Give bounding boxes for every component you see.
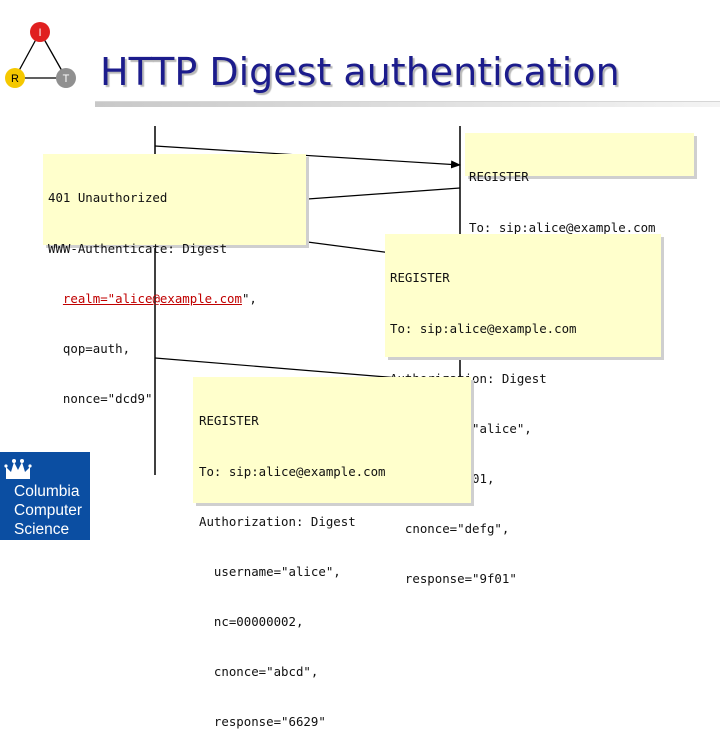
message-line: REGISTER — [199, 413, 259, 429]
node-r-label: R — [11, 73, 19, 85]
logo-line: Science — [14, 521, 70, 538]
message-line: username="alice", — [199, 563, 341, 579]
unauthorized-message-box: 401 Unauthorized WWW-Authenticate: Diges… — [43, 154, 306, 406]
logo-line: Columbia — [14, 483, 80, 500]
message-line: 401 Unauthorized — [48, 190, 168, 206]
message-line: nc=00000002, — [199, 613, 304, 629]
realm-indent — [48, 291, 63, 306]
message-line: response="6629" — [199, 714, 326, 730]
crown-icon — [4, 459, 32, 479]
register-message-box: REGISTER To: sip:alice@example.com — [465, 133, 694, 235]
message-line: To: sip:alice@example.com — [469, 219, 656, 235]
logo-line: Computer — [14, 502, 83, 519]
register-auth-box-1: REGISTER To: sip:alice@example.com Autho… — [385, 234, 661, 586]
node-t-label: T — [63, 73, 70, 85]
node-i-label: I — [38, 27, 41, 39]
node-i-icon — [30, 22, 50, 42]
register-auth-box-2: REGISTER To: sip:alice@example.com Autho… — [193, 377, 471, 729]
message-line: REGISTER — [390, 270, 450, 286]
message-line: cnonce="defg", — [390, 520, 510, 536]
message-line: qop=auth, — [48, 340, 131, 356]
message-line: To: sip:alice@example.com — [199, 463, 386, 479]
message-line: REGISTER — [469, 169, 529, 185]
node-r-icon — [5, 68, 25, 88]
message-line: cnonce="abcd", — [199, 663, 319, 679]
title-rule — [95, 101, 720, 102]
realm-link[interactable]: realm="alice@example.com — [62, 290, 242, 306]
message-line: WWW-Authenticate: Digest — [48, 240, 228, 256]
page-title: HTTP Digest authentication — [100, 50, 620, 94]
title-shade — [95, 102, 720, 107]
message-line: nonce="dcd9" — [48, 390, 153, 406]
triangle-logo-icon: I R T — [5, 22, 76, 88]
node-t-icon — [56, 68, 76, 88]
message-line: To: sip:alice@example.com — [390, 320, 577, 336]
realm-suffix: ", — [241, 290, 257, 306]
arrow-register-1 — [154, 145, 461, 169]
realm-line: realm="alice@example.com", — [48, 291, 306, 308]
message-line: Authorization: Digest — [199, 513, 356, 529]
